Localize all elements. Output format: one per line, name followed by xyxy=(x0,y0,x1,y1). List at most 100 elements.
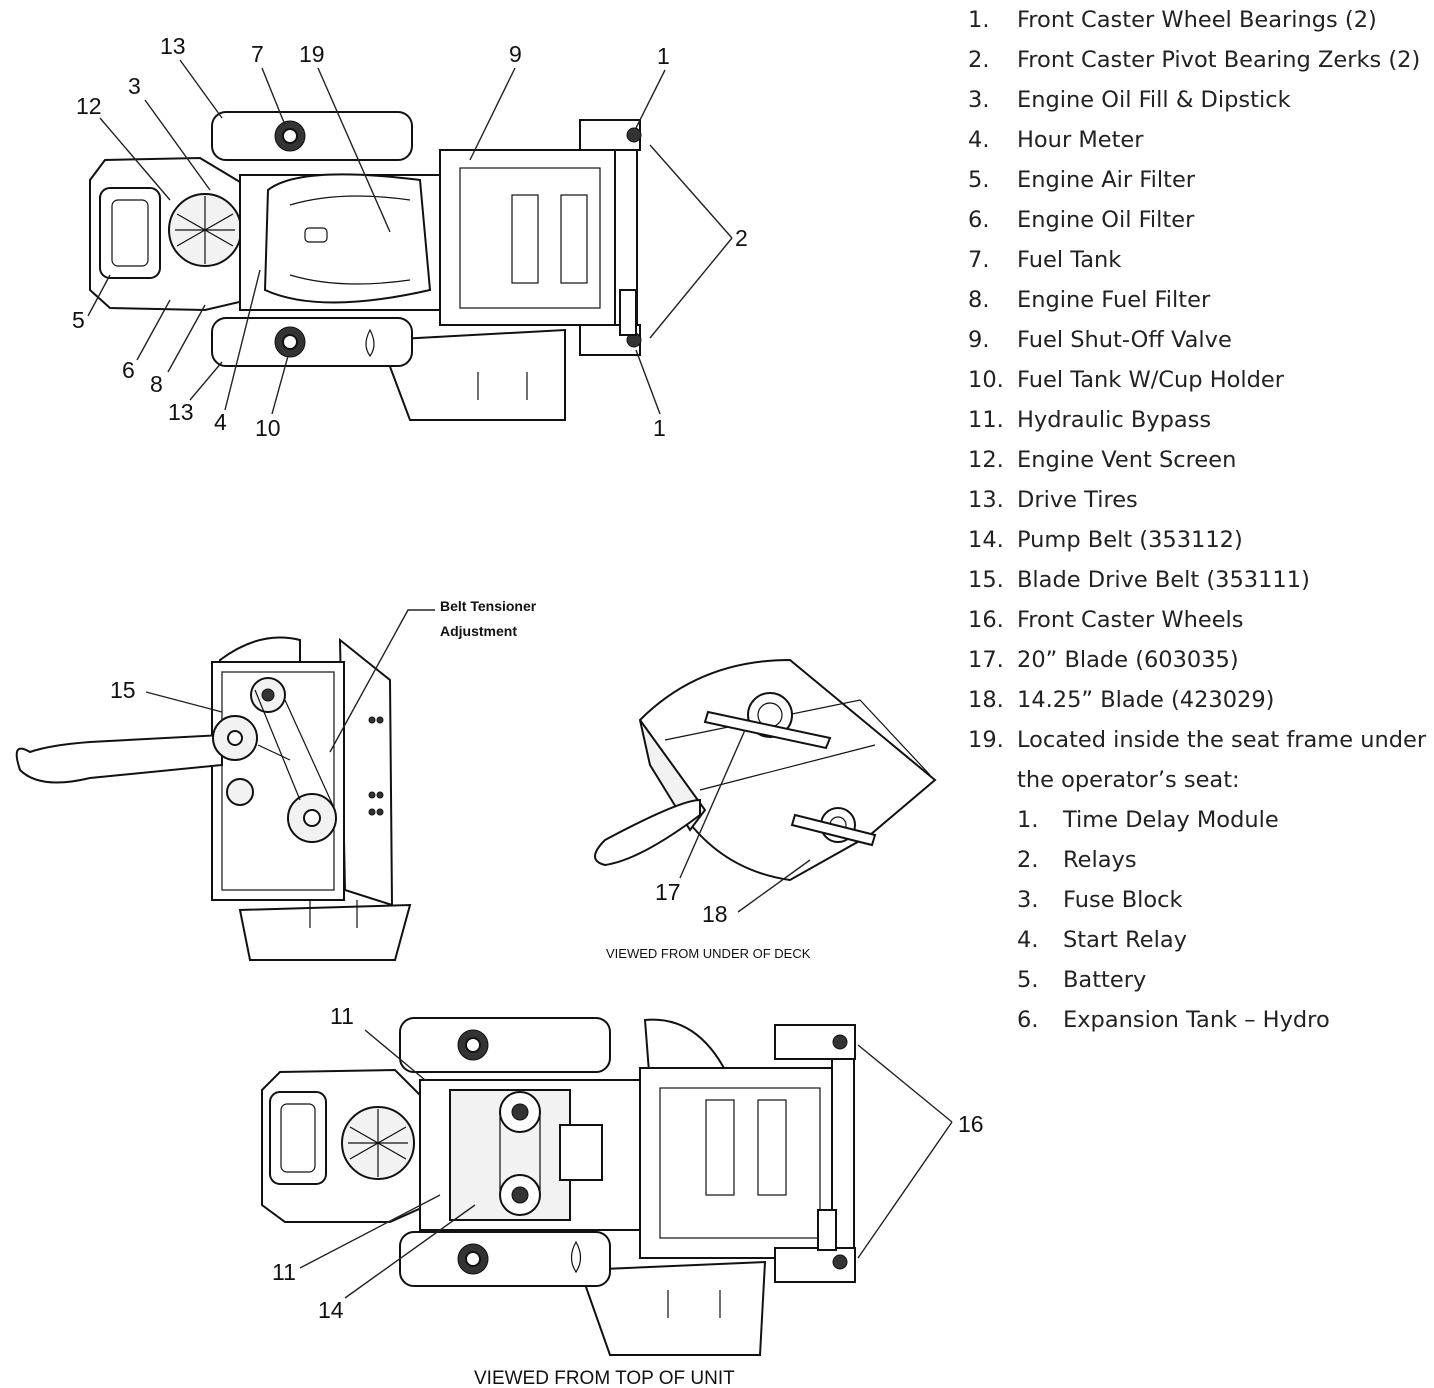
seat xyxy=(263,173,432,304)
legend-text: Blade Drive Belt (353111) xyxy=(1017,567,1310,593)
legend-text: Fuel Shut-Off Valve xyxy=(1017,327,1232,353)
legend-item: 18.14.25” Blade (423029) xyxy=(968,682,1430,722)
legend-text: Front Caster Wheel Bearings (2) xyxy=(1017,7,1377,33)
legend-text: Pump Belt (353112) xyxy=(1017,527,1243,553)
callout-12: 12 xyxy=(76,93,102,119)
legend-item: 11.Hydraulic Bypass xyxy=(968,402,1430,442)
belt-view xyxy=(15,636,412,961)
legend-item: 8.Engine Fuel Filter xyxy=(968,282,1430,322)
caption-under-deck: VIEWED FROM UNDER OF DECK xyxy=(606,946,811,961)
callout-15: 15 xyxy=(110,677,136,703)
legend-sub-text: Start Relay xyxy=(1063,927,1187,953)
legend-sub-num: 6. xyxy=(1017,1007,1039,1033)
legend-num: 3. xyxy=(968,87,990,113)
legend-item: 4.Hour Meter xyxy=(968,122,1430,162)
callout-16: 16 xyxy=(958,1111,984,1137)
legend-sub-num: 1. xyxy=(1017,807,1039,833)
legend-text: 20” Blade (603035) xyxy=(1017,647,1239,673)
legend-text: Front Caster Pivot Bearing Zerks (2) xyxy=(1017,47,1421,73)
caption-top-of-unit: VIEWED FROM TOP OF UNIT xyxy=(474,1368,735,1388)
legend-text: Front Caster Wheels xyxy=(1017,607,1244,633)
blade-14in xyxy=(790,813,877,847)
legend-text: Fuel Tank xyxy=(1017,247,1122,273)
legend-item: 17. 20” Blade (603035) xyxy=(968,642,1430,682)
callout-5: 5 xyxy=(72,307,85,333)
legend-sub-item: 6.Expansion Tank – Hydro xyxy=(968,1002,1430,1042)
legend-num: 18. xyxy=(968,687,1004,713)
legend-sub-num: 2. xyxy=(1017,847,1039,873)
legend-num: 2. xyxy=(968,47,990,73)
belt-view-deck-side xyxy=(338,637,394,907)
legend-num: 17. xyxy=(968,647,1004,673)
legend-item: 16. Front Caster Wheels xyxy=(968,602,1430,642)
under-deck-callouts: 17 18 VIEWED FROM UNDER OF DECK xyxy=(606,729,811,961)
legend-text: Hour Meter xyxy=(1017,127,1144,153)
legend-item: 13. Drive Tires xyxy=(968,482,1430,522)
legend-text: Engine Oil Filter xyxy=(1017,207,1195,233)
callout-19: 19 xyxy=(299,41,325,67)
under-deck-belt xyxy=(594,798,701,867)
top-view-callouts: 13 7 19 9 1 12 3 2 5 6 8 13 4 10 1 xyxy=(72,33,748,441)
mower-top-view xyxy=(89,111,642,421)
callout-1-lower: 1 xyxy=(653,415,666,441)
legend-sub-text: Relays xyxy=(1063,847,1137,873)
bottom-discharge-chute xyxy=(578,1260,767,1356)
belt-view-chute xyxy=(238,903,412,961)
callout-18: 18 xyxy=(702,901,728,927)
callout-13: 13 xyxy=(160,33,186,59)
legend-num: 16. xyxy=(968,607,1004,633)
footrest xyxy=(439,149,621,326)
callout-11-lower: 11 xyxy=(272,1259,296,1285)
under-deck-shell xyxy=(638,658,937,882)
legend-item: 12.Engine Vent Screen xyxy=(968,442,1430,482)
legend-num: 15. xyxy=(968,567,1004,593)
legend-num: 1. xyxy=(968,7,990,33)
callout-17: 17 xyxy=(655,879,681,905)
belt-tensioner-label-line1: Belt Tensioner xyxy=(440,598,537,614)
legend-sub-item: 4. Start Relay xyxy=(968,922,1430,962)
callout-7: 7 xyxy=(251,41,264,67)
legend-num: 6. xyxy=(968,207,990,233)
legend-text: Located inside the seat frame under xyxy=(1017,727,1427,753)
parts-legend: 1. Front Caster Wheel Bearings (2) 2. Fron… xyxy=(968,2,1430,1042)
legend-text: Fuel Tank W/Cup Holder xyxy=(1017,367,1285,393)
legend-item: 1. Front Caster Wheel Bearings (2) xyxy=(968,2,1430,42)
legend-item: 7.Fuel Tank xyxy=(968,242,1430,282)
bottom-footrest xyxy=(639,1067,841,1259)
bottom-view-callouts: 11 16 11 14 VIEWED FROM TOP OF UNIT xyxy=(272,1003,984,1388)
callout-14: 14 xyxy=(318,1297,344,1323)
legend-item: 19. Located inside the seat frame under xyxy=(968,722,1430,762)
legend-sub-text: Time Delay Module xyxy=(1063,807,1279,833)
legend-text: Drive Tires xyxy=(1017,487,1138,513)
callout-2: 2 xyxy=(735,225,748,251)
mower-bottom-view xyxy=(261,1017,856,1356)
under-deck-view xyxy=(594,658,937,882)
legend-sub-num: 4. xyxy=(1017,927,1039,953)
legend-sub-item: 2. Relays xyxy=(968,842,1430,882)
legend-item: 10. Fuel Tank W/Cup Holder xyxy=(968,362,1430,402)
blade-drive-belt xyxy=(15,733,223,784)
legend-item: 15. Blade Drive Belt (353111) xyxy=(968,562,1430,602)
legend-text: Engine Fuel Filter xyxy=(1017,287,1211,313)
legend-num: 11. xyxy=(968,407,1004,433)
callout-8: 8 xyxy=(150,371,163,397)
legend-num: 10. xyxy=(968,367,1004,393)
air-filter xyxy=(99,187,161,279)
legend-item: 2. Front Caster Pivot Bearing Zerks (2) xyxy=(968,42,1430,82)
legend-num: 5. xyxy=(968,167,990,193)
legend-sub-item: 3. Fuse Block xyxy=(968,882,1430,922)
legend-num: 14. xyxy=(968,527,1004,553)
legend-item: 6. Engine Oil Filter xyxy=(968,202,1430,242)
callout-9: 9 xyxy=(509,41,522,67)
legend-num: 13. xyxy=(968,487,1004,513)
legend-num: 19. xyxy=(968,727,1004,753)
legend-sub-num: 3. xyxy=(1017,887,1039,913)
callout-3: 3 xyxy=(128,73,141,99)
callout-10: 10 xyxy=(255,415,281,441)
belt-tensioner-leader xyxy=(329,609,435,753)
legend-sub-text: Fuse Block xyxy=(1063,887,1183,913)
legend-item: 5.Engine Air Filter xyxy=(968,162,1430,202)
legend-item: 14. Pump Belt (353112) xyxy=(968,522,1430,562)
callout-6: 6 xyxy=(122,357,135,383)
